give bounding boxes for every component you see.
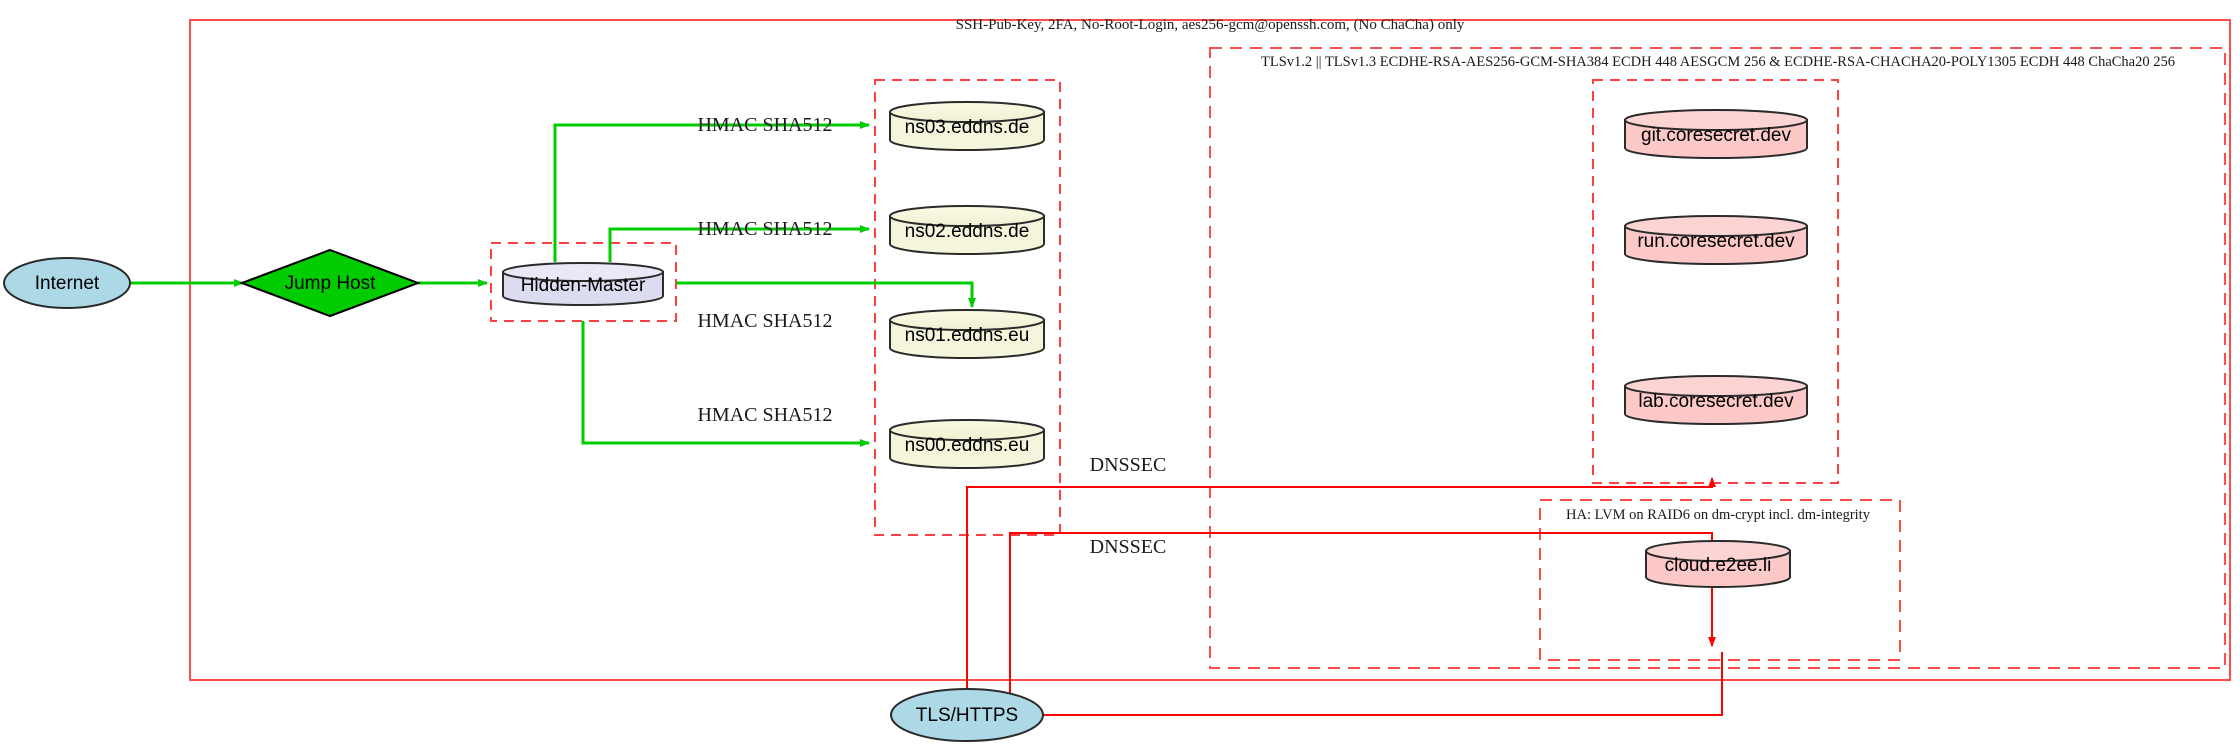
edge-label-hmac-ns03: HMAC SHA512 — [697, 114, 832, 136]
node-internet[interactable]: Internet — [3, 257, 131, 309]
master-label: Hidden-Master — [521, 275, 646, 296]
cloud-top — [1645, 540, 1791, 562]
node-ns03[interactable]: ns03.eddns.de — [889, 101, 1045, 151]
master-top — [502, 262, 664, 282]
edge-label-hmac-ns00: HMAC SHA512 — [697, 404, 832, 426]
lab-top — [1624, 375, 1808, 397]
node-hidden-master[interactable]: Hidden-Master — [502, 262, 664, 306]
cluster-ha-title: HA: LVM on RAID6 on dm-crypt incl. dm-in… — [1566, 507, 1871, 523]
ns03-label: ns03.eddns.de — [905, 117, 1030, 138]
node-ns00[interactable]: ns00.eddns.eu — [889, 419, 1045, 469]
node-jumphost[interactable]: Jump Host — [239, 248, 421, 318]
ns02-label: ns02.eddns.de — [905, 221, 1030, 242]
ns00-label: ns00.eddns.eu — [905, 435, 1030, 456]
cloud-label: cloud.e2ee.li — [1665, 555, 1772, 576]
run-top — [1624, 215, 1808, 237]
edge-label-dnssec-upper: DNSSEC — [1090, 454, 1167, 476]
cluster-ssh-box — [189, 19, 2231, 681]
tls-https-shape — [890, 688, 1044, 742]
ns03-top — [889, 101, 1045, 123]
node-ns01[interactable]: ns01.eddns.eu — [889, 309, 1045, 359]
cluster-tls-box — [1209, 47, 2226, 669]
node-git[interactable]: git.coresecret.dev — [1624, 109, 1808, 159]
git-label: git.coresecret.dev — [1641, 125, 1791, 146]
tls-https-label: TLS/HTTPS — [916, 705, 1018, 726]
edge-dnssec-lower — [1009, 532, 1716, 715]
edge-tls-return — [1043, 652, 1723, 716]
node-tls-https[interactable]: TLS/HTTPS — [890, 688, 1044, 742]
cluster-cloud-box — [1539, 499, 1901, 661]
node-ns02[interactable]: ns02.eddns.de — [889, 205, 1045, 255]
cluster-ssh-title: SSH-Pub-Key, 2FA, No-Root-Login, aes256-… — [956, 17, 1465, 33]
ns01-label: ns01.eddns.eu — [905, 325, 1030, 346]
edge-dnssec-upper — [966, 477, 1716, 715]
internet-shape — [3, 257, 131, 309]
ns01-top — [889, 309, 1045, 331]
edge-label-hmac-ns02: HMAC SHA512 — [697, 218, 832, 240]
run-label: run.coresecret.dev — [1637, 231, 1795, 252]
edge-master-ns03 — [553, 121, 870, 262]
jumphost-shape — [239, 248, 421, 318]
node-cloud[interactable]: cloud.e2ee.li — [1645, 540, 1791, 588]
node-lab[interactable]: lab.coresecret.dev — [1624, 375, 1808, 425]
jumphost-label: Jump Host — [285, 273, 377, 294]
edge-master-ns02 — [608, 225, 870, 262]
node-run[interactable]: run.coresecret.dev — [1624, 215, 1808, 265]
ns02-top — [889, 205, 1045, 227]
git-top — [1624, 109, 1808, 131]
lab-label: lab.coresecret.dev — [1638, 391, 1794, 412]
edge-master-ns00 — [581, 321, 870, 447]
cluster-tls-title: TLSv1.2 || TLSv1.3 ECDHE-RSA-AES256-GCM-… — [1261, 54, 2175, 70]
edge-label-dnssec-lower: DNSSEC — [1090, 536, 1167, 558]
ns00-top — [889, 419, 1045, 441]
edge-label-hmac-ns01: HMAC SHA512 — [697, 310, 832, 332]
internet-label: Internet — [35, 273, 100, 294]
edge-master-ns01 — [676, 281, 976, 308]
